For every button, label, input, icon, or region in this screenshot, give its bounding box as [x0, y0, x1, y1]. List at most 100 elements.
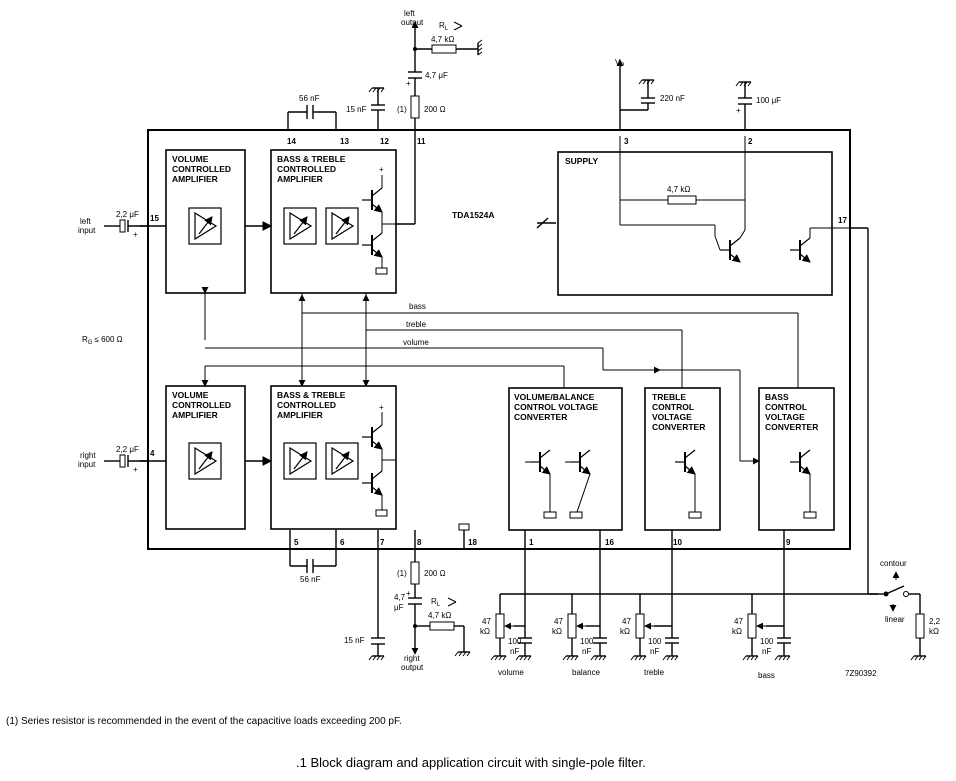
svg-text:11: 11 [417, 137, 426, 146]
svg-text:left: left [404, 9, 415, 18]
svg-text:100: 100 [508, 637, 522, 646]
svg-text:VOLUME: VOLUME [172, 154, 209, 164]
svg-text:14: 14 [287, 137, 296, 146]
svg-text:10: 10 [673, 538, 682, 547]
svg-text:CONVERTER: CONVERTER [652, 422, 705, 432]
treble-converter-block: TREBLE CONTROL VOLTAGE CONVERTER [644, 387, 721, 531]
svg-text:left: left [80, 217, 91, 226]
svg-text:+: + [406, 79, 411, 88]
top-external-circuit: 56 nF 15 nF (1) 200 Ω + 4,7 μF 4,7 kΩ le… [287, 9, 483, 130]
svg-text:4,7: 4,7 [394, 593, 406, 602]
svg-text:+: + [379, 403, 384, 412]
svg-text:contour: contour [880, 559, 907, 568]
svg-text:BASS & TREBLE: BASS & TREBLE [277, 154, 346, 164]
svg-text:100: 100 [760, 637, 774, 646]
svg-text:+: + [133, 465, 138, 474]
svg-text:AMPLIFIER: AMPLIFIER [277, 174, 323, 184]
svg-text:CONTROLLED: CONTROLLED [277, 164, 336, 174]
svg-text:15: 15 [150, 214, 159, 223]
vca-top-block: VOLUME CONTROLLED AMPLIFIER [165, 149, 246, 294]
svg-text:2,2 μF: 2,2 μF [116, 210, 139, 219]
svg-text:15 nF: 15 nF [344, 636, 365, 645]
svg-text:right: right [80, 451, 96, 460]
svg-text:5: 5 [294, 538, 299, 547]
svg-text:output: output [401, 663, 424, 672]
svg-text:input: input [78, 226, 96, 235]
svg-text:CONTROL: CONTROL [765, 402, 807, 412]
bass-pot[interactable] [747, 613, 757, 639]
vca-bottom-block: VOLUME CONTROLLED AMPLIFIER [165, 385, 246, 530]
volume-balance-converter-block: VOLUME/BALANCE CONTROL VOLTAGE CONVERTER [508, 387, 623, 531]
svg-text:2,2: 2,2 [929, 617, 941, 626]
svg-text:AMPLIFIER: AMPLIFIER [172, 174, 218, 184]
svg-text:200 Ω: 200 Ω [424, 569, 446, 578]
supply-resistor [667, 195, 697, 205]
chip-name: TDA1524A [452, 210, 495, 220]
contour-switch[interactable] [885, 585, 905, 595]
svg-text:kΩ: kΩ [552, 627, 562, 636]
balance-pot[interactable] [567, 613, 577, 639]
svg-text:nF: nF [582, 647, 591, 656]
svg-text:100 μF: 100 μF [756, 96, 781, 105]
volume-pot[interactable] [495, 613, 505, 639]
svg-text:12: 12 [380, 137, 389, 146]
svg-text:CONTROL VOLTAGE: CONTROL VOLTAGE [514, 402, 598, 412]
c56-top-label: 56 nF [299, 94, 320, 103]
treble-pot[interactable] [635, 613, 645, 639]
svg-text:kΩ: kΩ [732, 627, 742, 636]
svg-text:VOLTAGE: VOLTAGE [652, 412, 692, 422]
svg-text:CONVERTER: CONVERTER [514, 412, 567, 422]
contour-switch-circuit: 2,2 kΩ contour linear [850, 227, 941, 661]
supply-block: SUPPLY 4,7 kΩ [557, 136, 850, 296]
svg-text:CONVERTER: CONVERTER [765, 422, 818, 432]
svg-text:100: 100 [580, 637, 594, 646]
figure-caption: .1 Block diagram and application circuit… [296, 755, 646, 770]
svg-text:CONTROLLED: CONTROLLED [172, 164, 231, 174]
svg-text:RG≤ 600 Ω: RG≤ 600 Ω [82, 335, 123, 346]
svg-text:SUPPLY: SUPPLY [565, 156, 599, 166]
svg-text:VOLUME: VOLUME [172, 390, 209, 400]
svg-text:16: 16 [605, 538, 614, 547]
svg-text:17: 17 [838, 216, 847, 225]
svg-text:1: 1 [529, 538, 534, 547]
svg-text:treble: treble [644, 668, 665, 677]
svg-text:VOLUME/BALANCE: VOLUME/BALANCE [514, 392, 595, 402]
svg-text:VP: VP [615, 58, 624, 69]
svg-text:CONTROLLED: CONTROLLED [172, 400, 231, 410]
svg-text:VOLTAGE: VOLTAGE [765, 412, 805, 422]
bottom-external-circuit: 56 nF 15 nF (1) 200 Ω + 4,7 μF 4,7 kΩ RL… [289, 523, 471, 672]
svg-text:+: + [379, 165, 384, 174]
svg-text:AMPLIFIER: AMPLIFIER [277, 410, 323, 420]
svg-text:kΩ: kΩ [620, 627, 630, 636]
footnote: (1) Series resistor is recommended in th… [6, 716, 402, 727]
svg-text:47: 47 [482, 617, 491, 626]
svg-text:linear: linear [885, 615, 905, 624]
svg-text:15 nF: 15 nF [346, 105, 367, 114]
supply-external-circuit: VP 220 nF + 100 μF [615, 58, 781, 130]
svg-text:AMPLIFIER: AMPLIFIER [172, 410, 218, 420]
svg-text:CONTROLLED: CONTROLLED [277, 400, 336, 410]
svg-text:+: + [133, 230, 138, 239]
internal-wiring: bass treble volume [140, 116, 799, 466]
svg-text:TREBLE: TREBLE [652, 392, 686, 402]
bass-treble-bottom-block: BASS & TREBLE CONTROLLED AMPLIFIER + [270, 385, 397, 530]
svg-text:treble: treble [406, 320, 427, 329]
svg-text:nF: nF [510, 647, 519, 656]
svg-text:13: 13 [340, 137, 349, 146]
svg-text:output: output [401, 18, 424, 27]
svg-text:BASS: BASS [765, 392, 789, 402]
svg-text:(1): (1) [397, 569, 407, 578]
svg-text:100: 100 [648, 637, 662, 646]
svg-text:7: 7 [380, 538, 385, 547]
potentiometer-network: 47 kΩ 100 nF volume 47 kΩ 100 nF balance [480, 530, 878, 680]
svg-text:volume: volume [498, 668, 524, 677]
svg-text:kΩ: kΩ [929, 627, 939, 636]
svg-text:2: 2 [748, 137, 753, 146]
svg-text:RL: RL [431, 597, 441, 608]
svg-text:μF: μF [394, 603, 404, 612]
svg-text:47: 47 [622, 617, 631, 626]
bottom-pin-leads [524, 530, 785, 549]
svg-text:56 nF: 56 nF [300, 575, 321, 584]
svg-text:bass: bass [758, 671, 775, 680]
